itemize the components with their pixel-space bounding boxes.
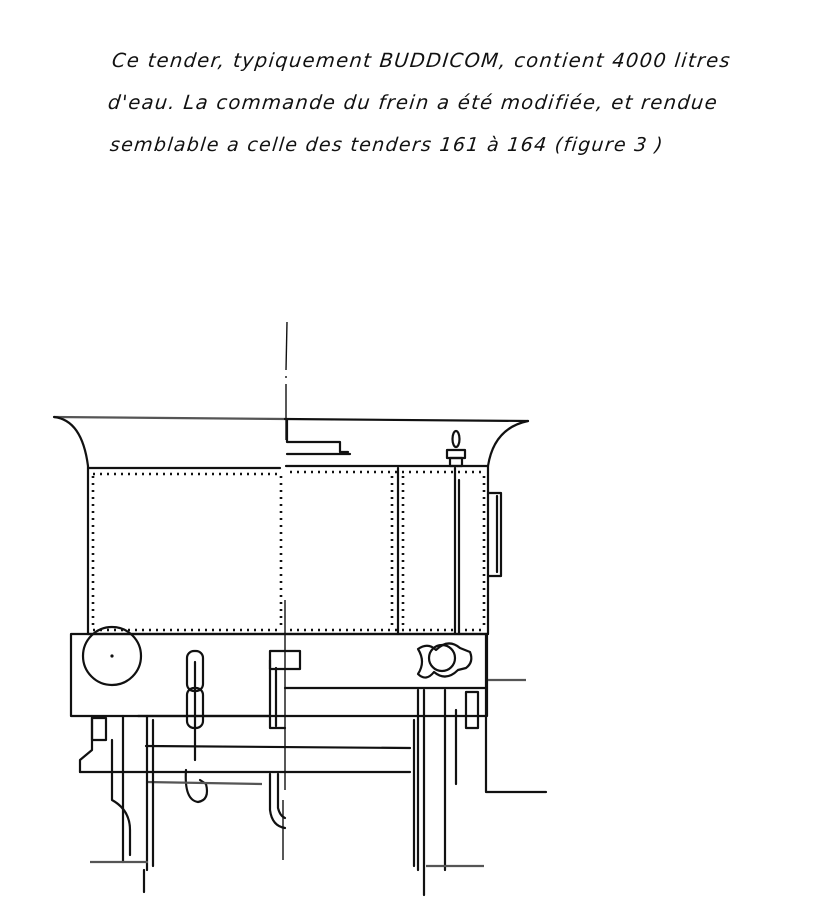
frame-members	[78, 714, 412, 786]
flared-coal-rail	[52, 415, 530, 468]
wheel-left	[90, 714, 155, 894]
buffer-right	[416, 642, 473, 679]
coupling-chain-and-hook	[184, 649, 209, 804]
wheel-right	[412, 632, 548, 897]
centre-line	[282, 321, 288, 860]
filler-cap	[445, 429, 467, 468]
handwritten-caption: Ce tender, typiquement BUDDICOM, contien…	[107, 40, 792, 166]
tank-body	[86, 464, 490, 636]
side-handrail	[486, 491, 503, 578]
caption-line-1: Ce tender, typiquement BUDDICOM, contien…	[110, 49, 733, 72]
brake-lever	[268, 649, 302, 830]
caption-line-2: d'eau. La commande du frein a été modifi…	[106, 91, 720, 114]
buffer-left	[81, 625, 143, 687]
caption-line-3: semblable a celle des tenders 161 à 164 …	[108, 134, 665, 156]
tender-rear-view-drawing	[0, 300, 825, 900]
